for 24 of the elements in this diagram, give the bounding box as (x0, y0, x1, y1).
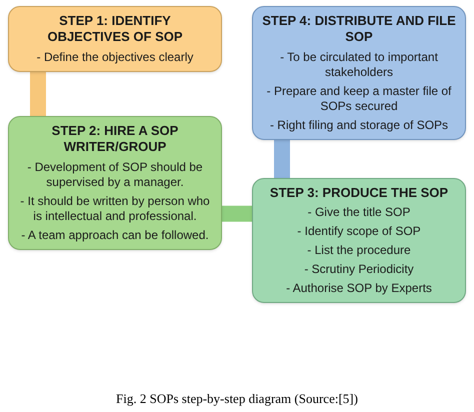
step-bullet: - Authorise SOP by Experts (286, 281, 432, 296)
step-bullet: - It should be written by person who is intellectual and professional. (19, 194, 211, 224)
step-bullet: - Define the objectives clearly (36, 50, 194, 64)
connector-bar (274, 140, 290, 178)
step-bullet: - Development of SOP should be supervised by a manager. (26, 160, 204, 190)
step-heading: STEP 4: DISTRIBUTE AND FILE SOP (261, 13, 457, 46)
step-bullet: - A team approach can be followed. (21, 228, 209, 242)
step-bullet: - Scrutiny Periodicity (304, 262, 414, 278)
step-bullet: - Right filing and storage of SOPs (270, 118, 448, 132)
step-bullet: - Identify scope of SOP (297, 224, 421, 240)
step-card (8, 116, 222, 250)
step-bullet: - List the procedure (307, 243, 411, 258)
step-bullet: - Prepare and keep a master file of SOPs secured (266, 84, 452, 114)
step-bullet: - Give the title SOP (308, 205, 410, 220)
step-card (252, 6, 466, 140)
step-card (252, 178, 466, 304)
step-bullet: - To be circulated to important stakeholders (279, 50, 439, 80)
step-heading: STEP 1: IDENTIFY OBJECTIVES OF SOP (46, 13, 184, 46)
step-heading: STEP 2: HIRE A SOP WRITER/GROUP (50, 123, 180, 156)
step-card (8, 6, 222, 72)
step-heading: STEP 3: PRODUCE THE SOP (270, 185, 448, 202)
connector-bar (222, 206, 252, 222)
connector-bar (30, 72, 46, 116)
figure-caption: Fig. 2 SOPs step-by-step diagram (Source:[5]) (115, 390, 359, 408)
